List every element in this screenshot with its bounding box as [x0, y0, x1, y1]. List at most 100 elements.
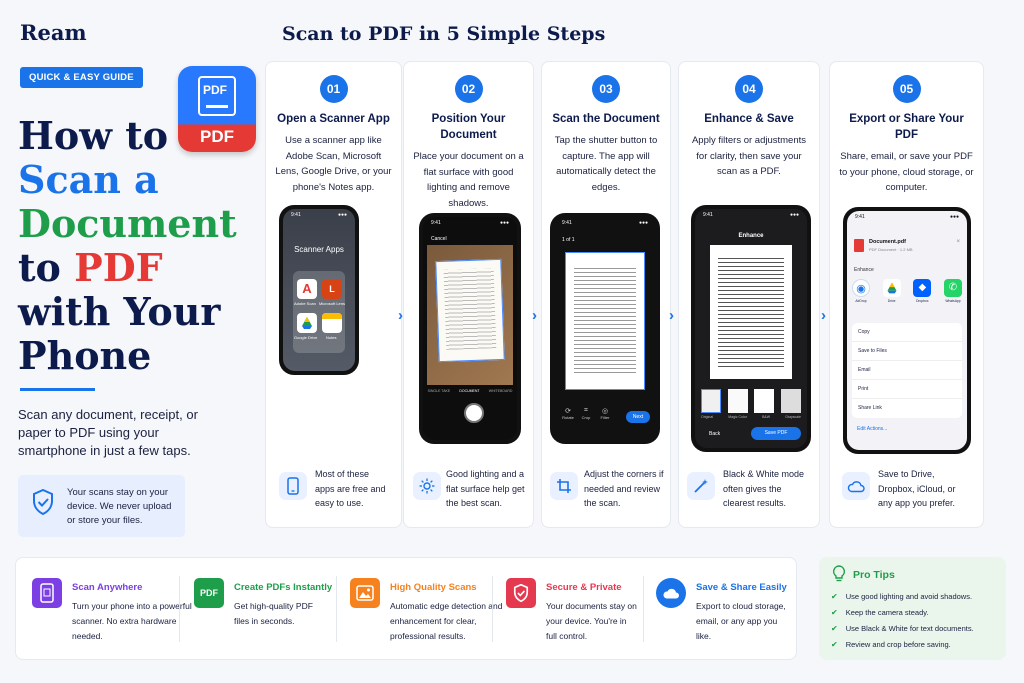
magic-wand-icon	[687, 472, 715, 500]
google-drive-icon[interactable]	[297, 313, 317, 333]
main-heading: Scan to PDF in 5 Simple Steps	[282, 23, 606, 45]
shield-check-icon	[506, 578, 536, 608]
rotate-button[interactable]: ⟳Rotate	[562, 408, 574, 420]
edit-actions-link[interactable]: Edit Actions...	[857, 426, 888, 432]
cloud-share-icon	[656, 578, 686, 608]
close-icon[interactable]: ×	[956, 239, 960, 245]
save-to-files-action[interactable]: Save to Files	[852, 342, 962, 361]
step-description: Apply filters or adjustments for clarity…	[691, 135, 807, 177]
shield-check-icon	[33, 489, 53, 515]
guide-pill: QUICK & EASY GUIDE	[20, 67, 143, 88]
notes-icon[interactable]	[322, 313, 342, 333]
step-card-2: 02 Position Your Document Place your doc…	[403, 61, 534, 528]
brand-logo: Ream	[20, 20, 87, 45]
scanned-page-preview	[565, 252, 645, 390]
page-indicator: 1 of 1	[562, 237, 575, 243]
print-action[interactable]: Print	[852, 380, 962, 399]
lightbulb-icon	[832, 565, 846, 582]
cloud-icon	[842, 472, 870, 500]
sun-icon	[413, 472, 441, 500]
chevron-right-icon: ›	[532, 307, 537, 324]
pro-tips-box: Pro Tips Use good lighting and avoid sha…	[819, 557, 1006, 660]
step-tip: Adjust the corners if needed and review …	[584, 469, 664, 508]
step-tip: Black & White mode often gives the clear…	[723, 469, 805, 508]
chevron-right-icon: ›	[398, 307, 403, 324]
step-description: Use a scanner app like Adobe Scan, Micro…	[275, 135, 392, 193]
pdf-file-icon: PDF	[194, 578, 224, 608]
hero-title: How to Scan a Document to PDF with Your …	[18, 113, 237, 378]
back-button[interactable]: Back	[709, 431, 721, 437]
document-preview	[435, 258, 505, 363]
pdf-app-icon: PDF PDF	[178, 66, 256, 152]
file-meta: PDF Document · 1.2 MB	[869, 247, 913, 252]
filter-button[interactable]: ◎Filter	[600, 408, 610, 420]
step-tip: Save to Drive, Dropbox, iCloud, or any a…	[878, 469, 956, 508]
pdf-app-label: PDF	[200, 127, 234, 146]
email-action[interactable]: Email	[852, 361, 962, 380]
step-number: 03	[592, 75, 620, 103]
pro-tip-item: Keep the camera steady.	[831, 605, 974, 621]
step-title: Position Your Document	[431, 113, 506, 141]
step-card-1: 01 Open a Scanner App Use a scanner app …	[265, 61, 402, 528]
image-icon	[350, 578, 380, 608]
step-card-4: 04 Enhance & Save Apply filters or adjus…	[678, 61, 820, 528]
copy-action[interactable]: Copy	[852, 323, 962, 342]
drive-share-icon[interactable]: Drive	[882, 279, 901, 303]
crop-button[interactable]: ⌗Crop	[581, 407, 591, 420]
step-number: 05	[892, 75, 921, 103]
features-strip: Scan Anywhere Turn your phone into a pow…	[15, 557, 797, 660]
pro-tips-title: Pro Tips	[853, 569, 895, 581]
step-number: 02	[454, 75, 483, 103]
folder-title: Scanner Apps	[294, 245, 344, 254]
pro-tips-list: Use good lighting and avoid shadows. Kee…	[831, 589, 974, 653]
crop-icon	[550, 472, 578, 500]
step-title: Open a Scanner App	[277, 113, 390, 125]
save-pdf-button[interactable]: Save PDF	[751, 427, 801, 440]
step-description: Place your document on a flat surface wi…	[413, 151, 524, 209]
chevron-right-icon: ›	[821, 307, 826, 324]
step-title: Export or Share Your PDF	[849, 113, 964, 141]
file-name: Document.pdf	[869, 239, 906, 245]
cancel-button[interactable]: Cancel	[431, 236, 447, 242]
pdf-file-icon	[854, 239, 864, 252]
share-actions-list: Copy Save to Files Email Print Share Lin…	[852, 323, 962, 418]
chevron-right-icon: ›	[669, 307, 674, 324]
dropbox-share-icon[interactable]: ◆Dropbox	[913, 279, 932, 303]
share-link-action[interactable]: Share Link	[858, 405, 882, 411]
step-number: 01	[319, 75, 348, 103]
filter-thumb[interactable]	[727, 389, 748, 413]
step-card-5: 05 Export or Share Your PDF Share, email…	[829, 61, 984, 528]
filter-thumb[interactable]	[701, 389, 721, 413]
airdrop-share-icon[interactable]: ◉AirDrop	[852, 279, 870, 303]
step-description: Tap the shutter button to capture. The a…	[554, 135, 658, 193]
phone-mockup-scanner-apps: 9:41●●● Scanner Apps A L Adobe Scan Micr…	[279, 205, 359, 375]
pro-tip-item: Review and crop before saving.	[831, 637, 974, 653]
step-tip: Most of these apps are free and easy to …	[315, 469, 386, 508]
step-title: Enhance & Save	[704, 113, 794, 125]
whatsapp-share-icon[interactable]: ✆WhatsApp	[943, 279, 962, 303]
filter-thumb[interactable]	[780, 389, 801, 413]
step-number: 04	[735, 75, 763, 103]
phone-mockup-share-sheet: 9:41●●● Document.pdf PDF Document · 1.2 …	[843, 207, 971, 454]
step-tip: Good lighting and a flat surface help ge…	[446, 469, 525, 508]
phone-mockup-scan-review: 9:41●●● 1 of 1 ⟳Rotate ⌗Crop ◎Filter Nex…	[550, 213, 660, 444]
hero-divider	[20, 388, 95, 391]
phone-icon	[279, 472, 307, 500]
enhance-title: Enhance	[738, 233, 764, 239]
adobe-scan-icon[interactable]: A	[297, 279, 317, 299]
hero-subtitle: Scan any document, receipt, or paper to …	[18, 407, 198, 458]
enhanced-page-preview	[710, 245, 792, 379]
privacy-note: Your scans stay on your device. We never…	[18, 475, 185, 537]
shutter-button[interactable]	[464, 403, 484, 423]
next-button[interactable]: Next	[626, 411, 650, 423]
step-title: Scan the Document	[552, 113, 660, 125]
scan-phone-icon	[32, 578, 62, 608]
step-card-3: 03 Scan the Document Tap the shutter but…	[541, 61, 671, 528]
pro-tip-item: Use good lighting and avoid shadows.	[831, 589, 974, 605]
microsoft-lens-icon[interactable]: L	[322, 279, 342, 299]
filter-strip	[701, 389, 801, 413]
filter-thumb[interactable]	[754, 389, 775, 413]
pro-tip-item: Use Black & White for text documents.	[831, 621, 974, 637]
